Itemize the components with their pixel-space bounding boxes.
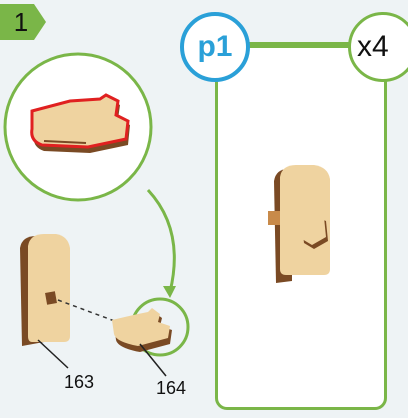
badge-connector	[247, 45, 350, 48]
leader-163	[37, 339, 69, 369]
quantity-badge: x4	[348, 12, 408, 82]
part-badge-label: p1	[197, 30, 233, 63]
arrow-curve	[146, 188, 176, 293]
quantity-label: x4	[357, 30, 389, 63]
step-badge-shape	[0, 4, 46, 40]
step-badge: 1	[0, 4, 46, 40]
leader-164	[139, 343, 167, 377]
piece-163	[20, 234, 70, 346]
result-panel	[215, 42, 387, 410]
step-number: 1	[13, 7, 29, 37]
part-badge: p1	[180, 12, 250, 82]
zoomed-piece-164	[30, 93, 130, 153]
assembled-piece	[268, 165, 330, 283]
part-label-163: 163	[64, 372, 95, 392]
piece-164	[112, 308, 172, 352]
part-label-164: 164	[156, 378, 187, 398]
arrow-head	[163, 286, 176, 298]
